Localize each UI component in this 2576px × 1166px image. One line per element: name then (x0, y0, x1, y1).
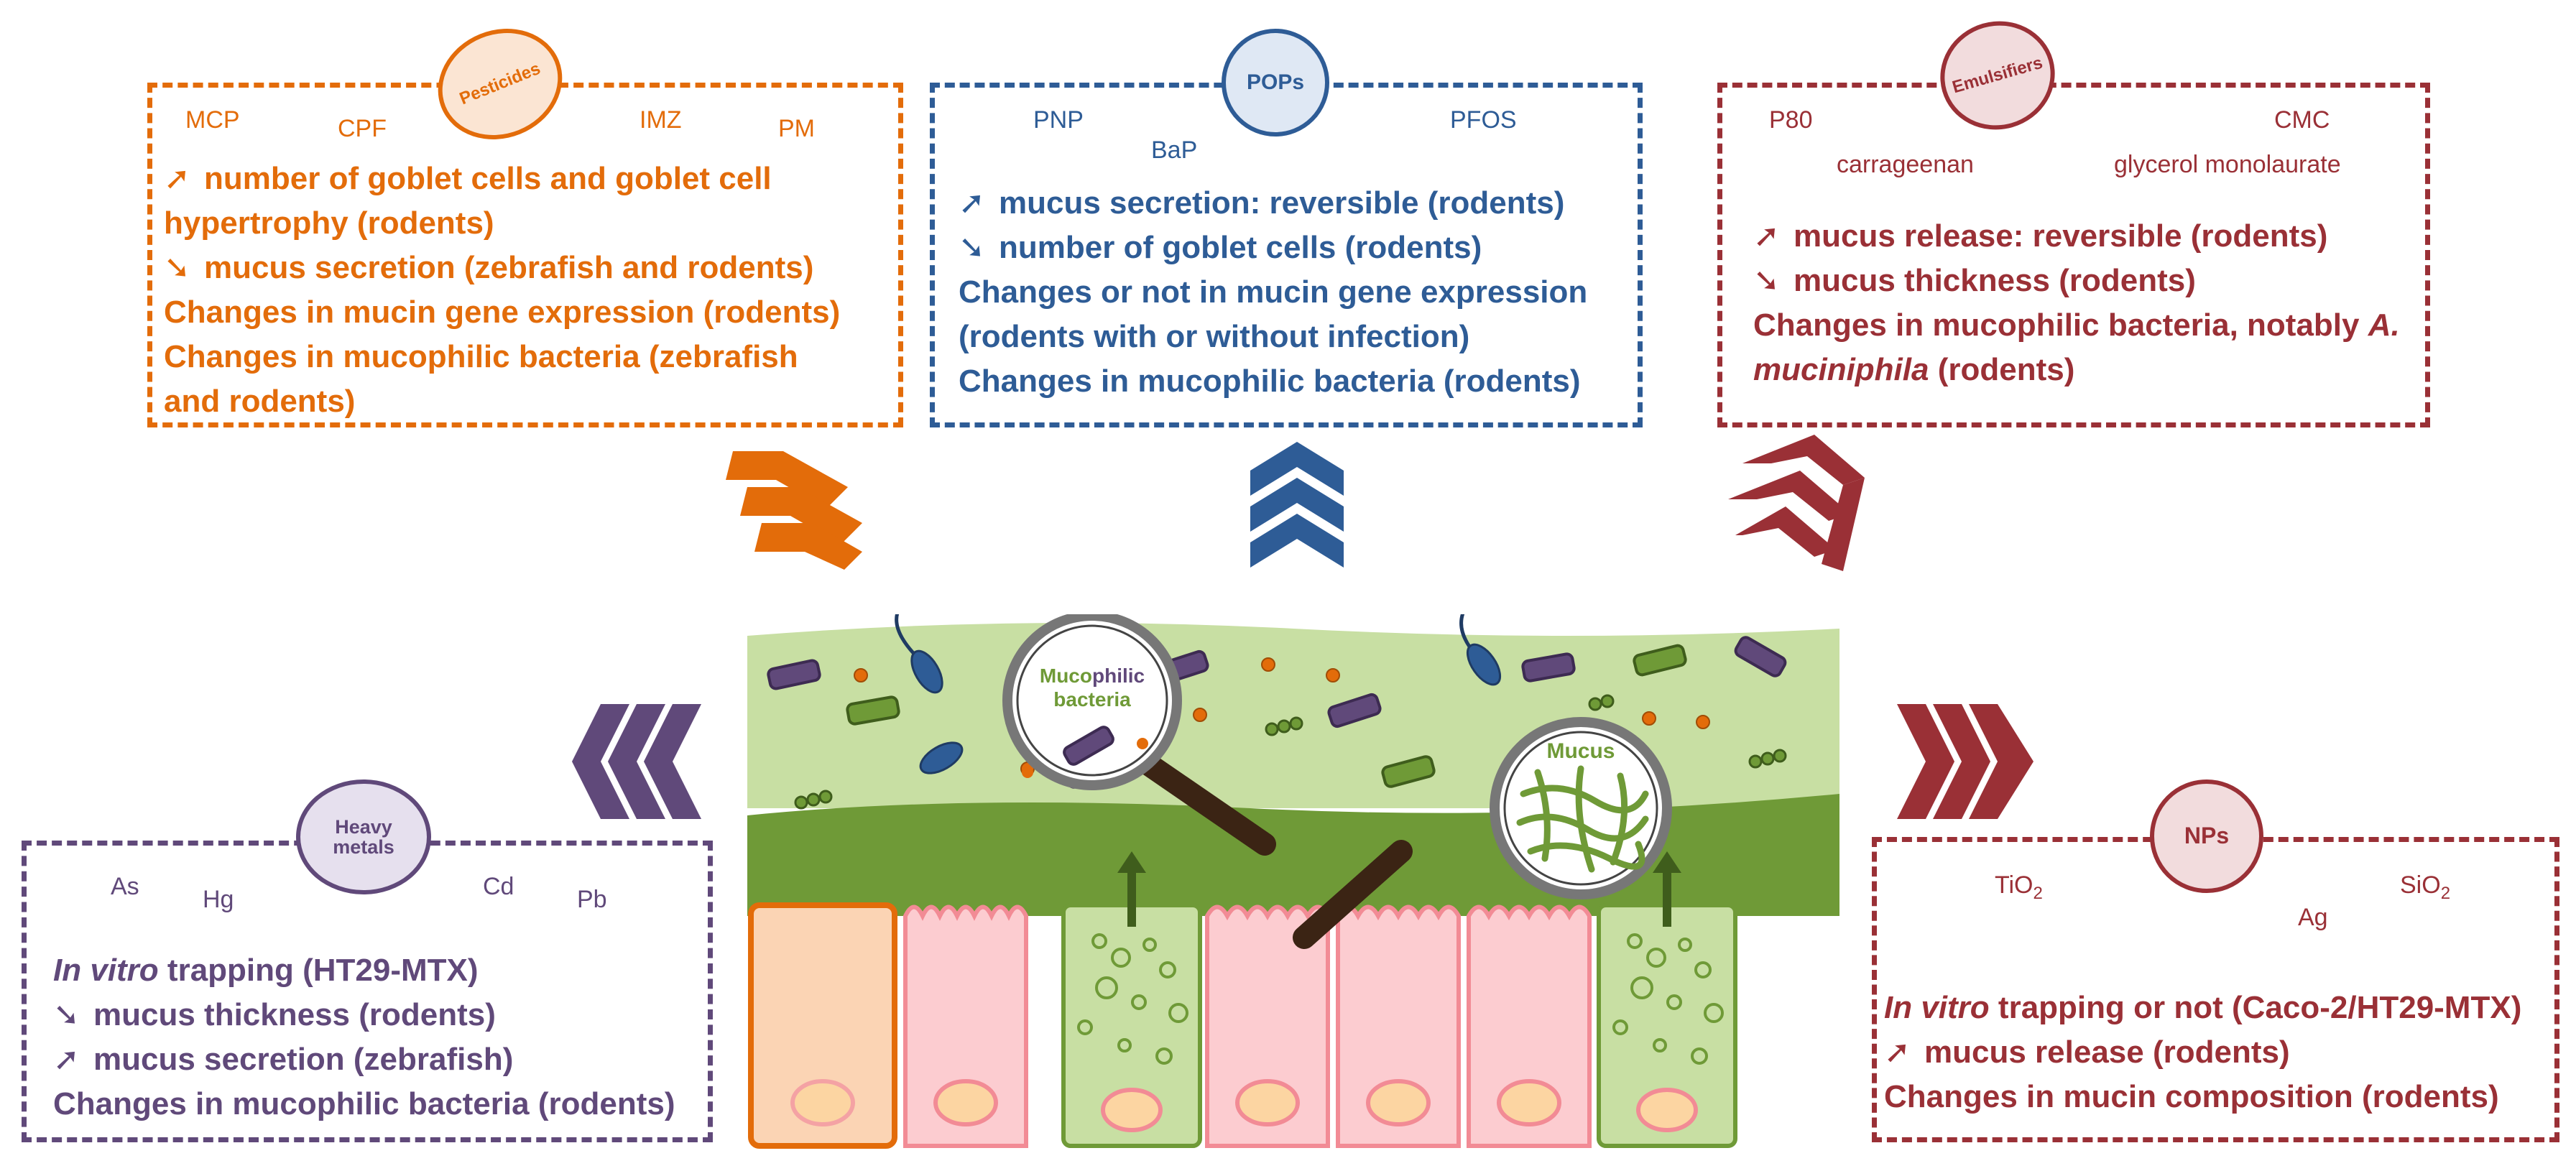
magnifier-bacteria-icon: Mucophilic bacteria (1002, 614, 1276, 856)
up-arrow-icon: ➚ (959, 185, 985, 221)
agent-ag: Ag (2298, 904, 2328, 931)
emulsifiers-box (1717, 83, 2430, 427)
effect-line: muciniphila (rodents) (1753, 352, 2075, 387)
effect-line: ➚mucus secretion (zebrafish) (53, 1037, 675, 1082)
effect-line: Changes in mucin gene expression (rodent… (164, 295, 841, 330)
effect-line: Changes in mucophilic bacteria, notably … (1753, 307, 2400, 343)
nps-effects: In vitro trapping or not (Caco-2/HT29-MT… (1884, 986, 2521, 1119)
nps-chevrons-icon (1897, 704, 2033, 819)
heavy-metals-badge: Heavy metals (296, 779, 431, 894)
nps-badge: NPs (2150, 779, 2263, 893)
pesticides-effects: ➚number of goblet cells and goblet cell … (164, 157, 840, 424)
effect-line: and rodents) (164, 384, 356, 419)
effect-line: Changes or not in mucin gene expression (959, 274, 1588, 310)
effect-line: In vitro trapping (HT29-MTX) (53, 953, 479, 988)
flagellated-bacteria (895, 614, 1502, 774)
agent-as: As (111, 873, 139, 900)
effect-line: ➚mucus release (rodents) (1884, 1030, 2521, 1075)
pops-effects: ➚mucus secretion: reversible (rodents) ➘… (959, 181, 1587, 404)
effect-line: (rodents with or without infection) (959, 319, 1470, 354)
pesticides-chevrons-icon (726, 451, 862, 570)
agent-pfos: PFOS (1450, 106, 1517, 134)
svg-text:bacteria: bacteria (1053, 688, 1131, 711)
pops-chevrons-icon (1250, 442, 1344, 568)
pops-badge: POPs (1222, 29, 1329, 137)
up-arrow-icon: ➚ (1884, 1035, 1911, 1070)
up-arrow-icon: ➚ (164, 161, 190, 196)
pops-box (930, 83, 1643, 427)
agent-carrageenan: carrageenan (1837, 151, 1974, 178)
agent-bap: BaP (1151, 137, 1198, 164)
agent-pnp: PNP (1033, 106, 1084, 134)
agent-mcp: MCP (185, 106, 240, 134)
agent-sio2: SiO2 (2400, 871, 2451, 903)
agent-pm: PM (778, 115, 815, 142)
effect-line: ➘mucus thickness (rodents) (1753, 259, 2400, 303)
epithelium-diagram: Mucophilic bacteria Mucus (747, 614, 1839, 1149)
effect-line: hypertrophy (rodents) (164, 205, 494, 241)
effect-line: ➚number of goblet cells and goblet cell (164, 157, 840, 201)
svg-text:Mucus: Mucus (1546, 739, 1615, 763)
heavy-metals-effects: In vitro trapping (HT29-MTX) ➘mucus thic… (53, 948, 675, 1126)
agent-p80: P80 (1769, 106, 1813, 134)
agent-cpf: CPF (338, 115, 387, 142)
heavy-metals-chevrons-icon (572, 704, 701, 819)
nps-box (1872, 837, 2559, 1142)
agent-imz: IMZ (640, 106, 682, 134)
magnifier-mucus-icon: Mucus (1293, 717, 1672, 949)
effect-line: Changes in mucophilic bacteria (rodents) (53, 1086, 675, 1121)
inner-mucus-layer (747, 794, 1839, 916)
emulsifiers-chevrons-icon (1728, 435, 1865, 571)
agent-hg: Hg (203, 886, 234, 913)
agent-glycerol-monolaurate: glycerol monolaurate (2114, 151, 2341, 178)
svg-text:Mucophilic: Mucophilic (1040, 665, 1145, 687)
down-arrow-icon: ➘ (164, 250, 190, 285)
emulsifiers-effects: ➚mucus release: reversible (rodents) ➘mu… (1753, 214, 2400, 392)
effect-line: Changes in mucophilic bacteria (zebrafis… (164, 339, 798, 374)
agent-cmc: CMC (2274, 106, 2330, 134)
effect-line: ➘mucus thickness (rodents) (53, 993, 675, 1037)
effect-line: ➚mucus secretion: reversible (rodents) (959, 181, 1587, 226)
effect-line: ➘mucus secretion (zebrafish and rodents) (164, 246, 840, 290)
agent-pb: Pb (577, 886, 607, 913)
effect-line: Changes in mucophilic bacteria (rodents) (959, 364, 1581, 399)
effect-line: ➚mucus release: reversible (rodents) (1753, 214, 2400, 259)
effect-line: Changes in mucin composition (rodents) (1884, 1079, 2499, 1114)
up-arrow-icon: ➚ (53, 1042, 80, 1077)
effect-line: ➘number of goblet cells (rodents) (959, 226, 1587, 270)
epithelial-cells (748, 851, 1737, 1149)
down-arrow-icon: ➘ (959, 230, 985, 265)
down-arrow-icon: ➘ (53, 997, 80, 1032)
down-arrow-icon: ➘ (1753, 263, 1780, 298)
secretion-arrows (1117, 851, 1681, 927)
up-arrow-icon: ➚ (1753, 218, 1780, 254)
agent-cd: Cd (483, 873, 514, 900)
agent-tio2: TiO2 (1995, 871, 2043, 903)
effect-line: In vitro trapping or not (Caco-2/HT29-MT… (1884, 990, 2522, 1025)
